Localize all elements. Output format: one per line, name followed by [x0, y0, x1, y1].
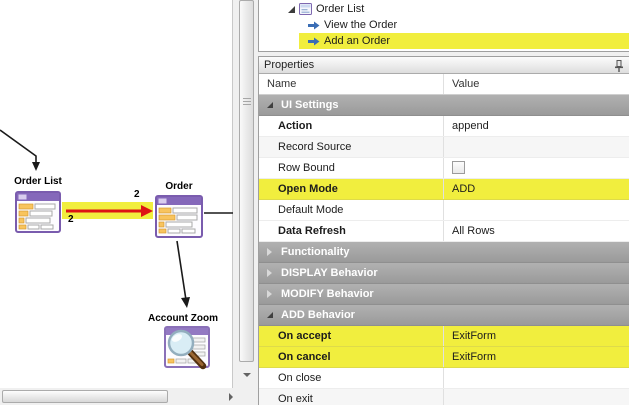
canvas-vertical-scrollbar[interactable]	[239, 0, 255, 388]
tree-item-label: Add an Order	[324, 35, 391, 47]
vertical-scrollbar-thumb[interactable]	[239, 0, 254, 362]
zoom-node-icon	[164, 326, 210, 370]
chevron-right-icon	[228, 392, 233, 401]
property-row-on-cancel[interactable]: On cancel ExitForm	[259, 347, 629, 368]
column-header-name[interactable]: Name	[267, 78, 297, 90]
property-value[interactable]: ExitForm	[443, 347, 629, 367]
diagram-connectors	[0, 129, 233, 308]
node-account-zoom[interactable]	[164, 326, 210, 373]
node-order[interactable]	[155, 195, 203, 241]
property-value[interactable]: ADD	[443, 179, 629, 199]
property-row-row-bound[interactable]: Row Bound	[259, 158, 629, 179]
panel-title: Properties	[264, 59, 315, 71]
scroll-right-button[interactable]	[222, 388, 239, 405]
edge-line-incoming	[0, 129, 37, 163]
group-label: DISPLAY Behavior	[281, 267, 378, 279]
arrow-right-icon	[308, 37, 320, 45]
arrow-right-icon	[308, 21, 320, 29]
expander-expanded-icon[interactable]	[267, 102, 273, 108]
group-label: ADD Behavior	[281, 309, 355, 321]
arrowhead-red	[141, 205, 153, 217]
property-row-open-mode[interactable]: Open Mode ADD	[259, 179, 629, 200]
property-value[interactable]	[443, 389, 629, 405]
edge-count-label: 2	[68, 214, 74, 225]
arrowhead-down	[181, 297, 190, 308]
property-row-on-close[interactable]: On close	[259, 368, 629, 389]
property-value[interactable]	[443, 368, 629, 388]
expander-expanded-icon[interactable]	[288, 5, 295, 13]
property-value[interactable]	[443, 200, 629, 220]
column-header-value[interactable]: Value	[443, 74, 479, 94]
tree-item-label: View the Order	[324, 19, 398, 31]
property-group-display-behavior[interactable]: DISPLAY Behavior	[259, 263, 629, 284]
property-value[interactable]: All Rows	[443, 221, 629, 241]
tree-item-add-an-order[interactable]: Add an Order	[259, 33, 629, 49]
property-row-default-mode[interactable]: Default Mode	[259, 200, 629, 221]
property-value[interactable]: ExitForm	[443, 326, 629, 346]
property-group-functionality[interactable]: Functionality	[259, 242, 629, 263]
property-group-modify-behavior[interactable]: MODIFY Behavior	[259, 284, 629, 305]
expander-expanded-icon[interactable]	[267, 312, 273, 318]
diagram-canvas[interactable]: 2 2 Order List Order	[0, 0, 233, 388]
property-group-ui-settings[interactable]: UI Settings	[259, 95, 629, 116]
horizontal-scrollbar-thumb[interactable]	[2, 390, 168, 403]
expander-collapsed-icon[interactable]	[267, 290, 272, 298]
pin-icon[interactable]	[614, 60, 624, 72]
form-node-icon	[15, 191, 61, 233]
property-row-data-refresh[interactable]: Data Refresh All Rows	[259, 221, 629, 242]
property-row-on-exit[interactable]: On exit	[259, 389, 629, 405]
property-row-action[interactable]: Action append	[259, 116, 629, 137]
edge-count-label: 2	[134, 189, 140, 200]
form-icon	[299, 3, 312, 15]
property-row-record-source[interactable]: Record Source	[259, 137, 629, 158]
canvas-horizontal-scrollbar[interactable]	[0, 388, 239, 405]
grid-column-headers: Name Value	[259, 74, 629, 95]
scroll-down-button[interactable]	[239, 364, 255, 386]
chevron-down-icon	[243, 373, 251, 377]
tree-item-highlight: Add an Order	[299, 33, 629, 49]
form-node-icon	[155, 195, 203, 238]
property-group-add-behavior[interactable]: ADD Behavior	[259, 305, 629, 326]
navigation-tree: Order List View the Order Add an Order	[258, 0, 629, 52]
property-row-on-accept[interactable]: On accept ExitForm	[259, 326, 629, 347]
arrowhead-incoming	[32, 162, 40, 171]
properties-title-bar: Properties	[259, 57, 629, 74]
node-label-order: Order	[165, 181, 193, 192]
edge-line-order-down	[176, 240, 187, 301]
node-label-order-list: Order List	[14, 176, 62, 187]
expander-collapsed-icon[interactable]	[267, 248, 272, 256]
group-label: Functionality	[281, 246, 350, 258]
tree-item-label: Order List	[316, 3, 365, 15]
node-order-list[interactable]	[15, 191, 61, 236]
property-value[interactable]: append	[443, 116, 629, 136]
group-label: UI Settings	[281, 99, 339, 111]
tree-item-view-the-order[interactable]: View the Order	[259, 17, 629, 33]
checkbox[interactable]	[452, 161, 465, 174]
property-value[interactable]	[443, 158, 629, 178]
expander-collapsed-icon[interactable]	[267, 269, 272, 277]
properties-panel: Properties Name Value UI Settings Action…	[258, 56, 629, 405]
tree-item-order-list[interactable]: Order List	[259, 1, 629, 17]
group-label: MODIFY Behavior	[281, 288, 374, 300]
property-value[interactable]	[443, 137, 629, 157]
node-label-account-zoom: Account Zoom	[148, 313, 218, 324]
